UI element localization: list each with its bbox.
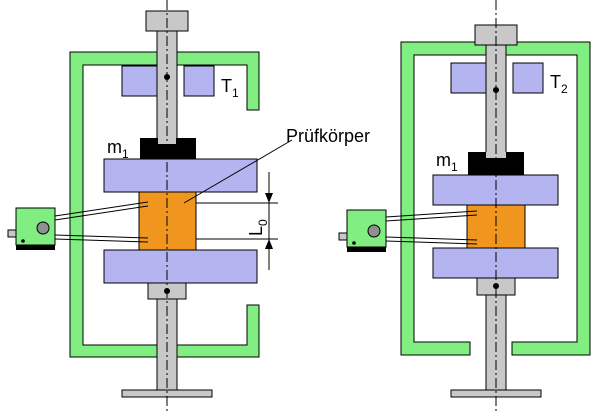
specimen-leader (183, 139, 293, 204)
right-gauge-body (346, 209, 387, 248)
left-assembly (7, 0, 293, 411)
left-top-grip-right (183, 65, 215, 97)
left-gauge-arm-lower (54, 234, 149, 239)
right-gauge-arm-lower (385, 236, 478, 241)
specimen-label: Prüfkörper (286, 126, 370, 146)
left-upper-platen (103, 158, 258, 193)
left-gauge-arm-lower2 (54, 238, 149, 243)
right-lower-pin (493, 283, 499, 289)
right-top-grip-right (512, 62, 544, 94)
t2-label: T2 (550, 72, 568, 96)
m1-right-label: m1 (436, 150, 458, 174)
left-lower-platen (103, 249, 258, 284)
left-gauge-arm-upper2 (54, 205, 149, 221)
right-gauge-dot (352, 241, 356, 245)
left-gauge-knob (7, 229, 17, 238)
right-gauge-base (347, 247, 386, 252)
left-frame (69, 51, 260, 358)
right-mass-gap (486, 152, 506, 158)
left-gauge-arm-upper (54, 201, 149, 217)
right-frame (400, 41, 591, 356)
l0-arrow-top (265, 193, 273, 203)
m1-left-label: m1 (107, 137, 129, 161)
right-gauge-knob (338, 232, 348, 241)
l0-label: L0 (246, 219, 270, 236)
right-gauge-arm-upper (385, 210, 478, 218)
right-gauge-arm-upper2 (385, 214, 478, 222)
t1-label: T1 (221, 76, 239, 100)
l0-arrow-bottom (265, 239, 273, 249)
right-assembly (338, 0, 591, 411)
right-gauge-arm-lower2 (385, 240, 478, 245)
left-mass-block (140, 138, 196, 160)
left-gauge-dot (21, 239, 25, 243)
left-gauge-base (16, 245, 55, 250)
svg-text:L0: L0 (246, 219, 270, 236)
left-gauge-dial (36, 221, 50, 235)
right-gauge-dial (367, 224, 381, 238)
